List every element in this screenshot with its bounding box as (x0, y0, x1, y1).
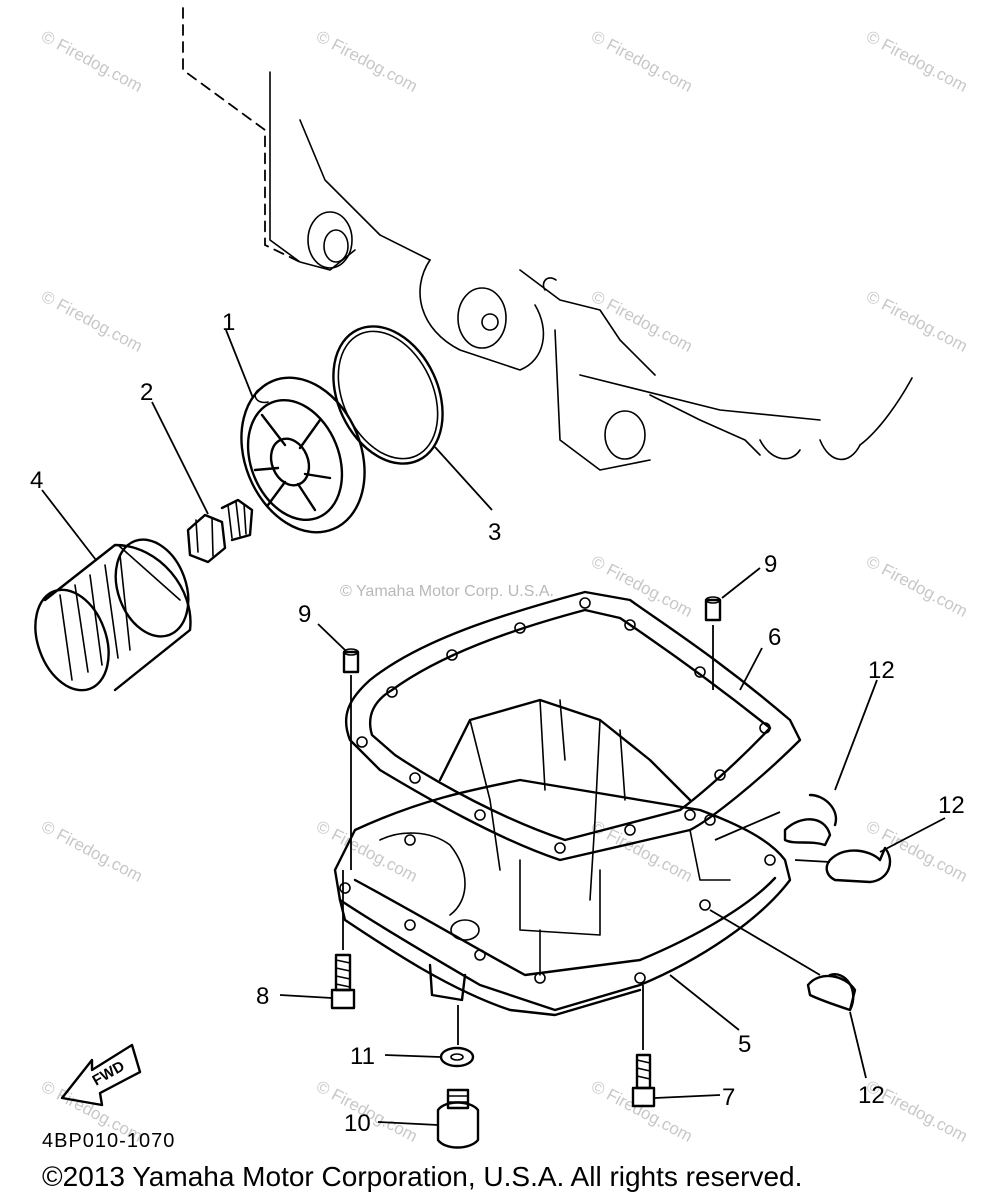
watermark: © Firedog.com (863, 552, 971, 621)
callout-12: 12 (868, 657, 895, 684)
oil-pan-gasket (344, 590, 802, 862)
dowel-pin (342, 648, 360, 674)
o-ring (332, 325, 444, 465)
callout-3: 3 (488, 519, 501, 546)
callout-2: 2 (140, 379, 153, 406)
watermark: © Firedog.com (38, 817, 146, 886)
bolt (330, 953, 356, 1010)
watermark: © Firedog.com (38, 287, 146, 356)
oil-filter (34, 538, 192, 692)
clamp (783, 793, 838, 847)
leader-lines (41, 329, 946, 1126)
copyright-notice: ©2013 Yamaha Motor Corporation, U.S.A. A… (42, 1161, 802, 1192)
engine-crankcase-outline (182, 7, 913, 471)
watermark: © Firedog.com (588, 287, 696, 356)
callout-9: 9 (298, 601, 311, 628)
watermark: © Firedog.com (38, 27, 146, 96)
callout-4: 4 (30, 467, 43, 494)
callout-12: 12 (938, 792, 965, 819)
callouts: 1 2 3 4 5 6 7 8 9 9 10 11 12 12 12 (30, 309, 965, 1137)
clamp (825, 846, 892, 884)
washer (439, 1046, 475, 1068)
watermark: © Firedog.com (313, 817, 421, 886)
watermark: © Firedog.com (863, 27, 971, 96)
callout-5: 5 (738, 1031, 751, 1058)
watermark-yamaha: © Yamaha Motor Corp. U.S.A. (340, 583, 554, 600)
watermark: © Firedog.com (863, 817, 971, 886)
callout-12: 12 (858, 1082, 885, 1109)
watermark: © Firedog.com (588, 27, 696, 96)
callout-10: 10 (344, 1110, 371, 1137)
watermark: © Firedog.com (863, 287, 971, 356)
dowel-pin (704, 596, 722, 622)
watermark: © Firedog.com (588, 817, 696, 886)
callout-1: 1 (222, 309, 235, 336)
callout-6: 6 (768, 624, 781, 651)
callout-11: 11 (350, 1043, 375, 1070)
drain-bolt (436, 1088, 480, 1149)
callout-7: 7 (722, 1084, 735, 1111)
fwd-label: FWD (90, 1058, 128, 1090)
oil-cooler (240, 376, 366, 534)
union-bolt (186, 498, 254, 564)
watermark: © Firedog.com (313, 27, 421, 96)
clamp (806, 973, 857, 1012)
bolt (631, 1053, 656, 1108)
part-code: 4BP010-1070 (42, 1130, 175, 1152)
callout-9: 9 (764, 551, 777, 578)
watermark: © Firedog.com (588, 552, 696, 621)
callout-8: 8 (256, 983, 269, 1010)
oil-pan (333, 698, 792, 1017)
